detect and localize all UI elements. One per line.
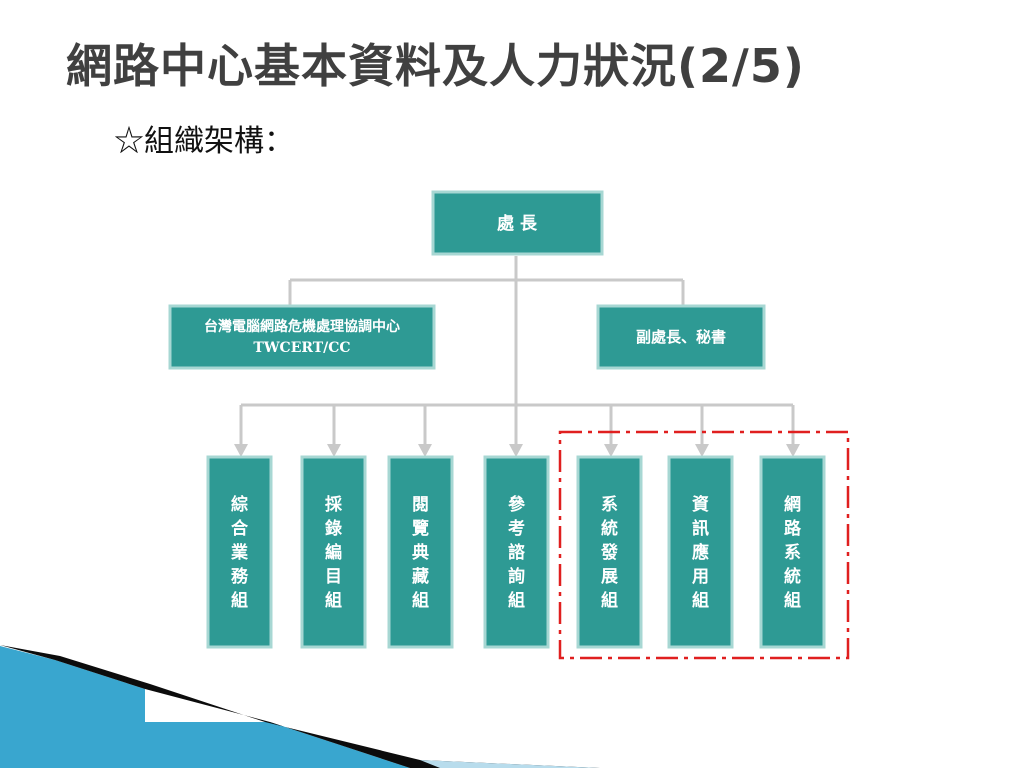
group-label-char: 網 — [784, 494, 801, 515]
group-label-char: 考 — [507, 518, 525, 539]
arrow-group-3 — [418, 444, 432, 457]
corner-swoosh-blue — [0, 646, 410, 768]
group-box-rect — [483, 455, 550, 649]
group-label-char: 綜 — [231, 494, 248, 515]
group-box-rect — [300, 455, 367, 649]
group-label-char: 用 — [692, 567, 709, 587]
group-label-char: 務 — [231, 566, 249, 587]
slide-subtitle: ☆組織架構： — [114, 124, 294, 159]
group-label-char: 錄 — [325, 518, 342, 539]
group-label-char: 編 — [325, 542, 342, 563]
arrow-group-6 — [695, 444, 709, 457]
arrow-group-4 — [509, 444, 523, 457]
group-label-char: 統 — [601, 518, 618, 539]
group-box-rect — [387, 455, 454, 649]
arrow-group-2 — [327, 444, 341, 457]
group-label-char: 組 — [325, 590, 342, 611]
arrow-group-7 — [786, 444, 800, 457]
group-label-char: 組 — [508, 590, 525, 611]
group-label-char: 資 — [692, 495, 709, 515]
group-label-char: 採 — [325, 494, 343, 515]
group-label-char: 組 — [231, 590, 248, 611]
group-label-char: 系 — [784, 543, 801, 563]
group-label-char: 覽 — [412, 518, 429, 539]
staff-box-twcert: 台灣電腦網路危機處理協調中心 TWCERT/CC — [168, 304, 436, 370]
slide-title: 網路中心基本資料及人力狀況(2/5) — [66, 39, 805, 93]
corner-swoosh-light — [420, 760, 600, 768]
group-box-rect — [206, 455, 273, 649]
group-label-char: 發 — [600, 542, 618, 563]
group-label-char: 閱 — [412, 495, 429, 515]
corner-swoosh-dark — [0, 645, 600, 768]
group-label-char: 系 — [601, 495, 618, 515]
staff-left-line1: 台灣電腦網路危機處理協調中心 — [204, 318, 400, 335]
group-label-char: 詢 — [508, 566, 525, 587]
group-label-char: 統 — [784, 566, 801, 587]
staff-box-deputy: 副處長、秘書 — [596, 304, 766, 370]
staff-right-label: 副處長、秘書 — [636, 328, 726, 346]
group-box-rect — [576, 455, 643, 649]
group-box-rect — [759, 455, 826, 649]
group-label-char: 合 — [231, 518, 249, 539]
corner-decoration — [0, 645, 600, 768]
arrow-group-1 — [234, 444, 248, 457]
group-label-char: 目 — [325, 567, 342, 587]
head-label: 處 長 — [497, 213, 538, 234]
group-box-rect — [667, 455, 734, 649]
group-label-char: 典 — [412, 542, 429, 563]
group-label-char: 組 — [412, 590, 429, 611]
group-label-char: 諮 — [508, 542, 525, 563]
connectors — [234, 256, 800, 457]
arrow-group-5 — [604, 444, 618, 457]
group-label-char: 展 — [601, 567, 618, 587]
group-label-char: 藏 — [412, 567, 429, 587]
group-label-char: 組 — [601, 590, 618, 611]
staff-left-line2: TWCERT/CC — [253, 340, 350, 356]
group-label-char: 應 — [692, 542, 709, 563]
group-label-char: 業 — [231, 542, 248, 563]
group-label-char: 組 — [692, 590, 709, 611]
group-label-char: 參 — [508, 494, 526, 515]
highlight-frame — [558, 430, 850, 660]
group-label-char: 組 — [784, 590, 801, 611]
head-box: 處 長 — [431, 190, 604, 256]
group-label-char: 路 — [784, 518, 802, 539]
group-label-char: 訊 — [692, 518, 709, 539]
